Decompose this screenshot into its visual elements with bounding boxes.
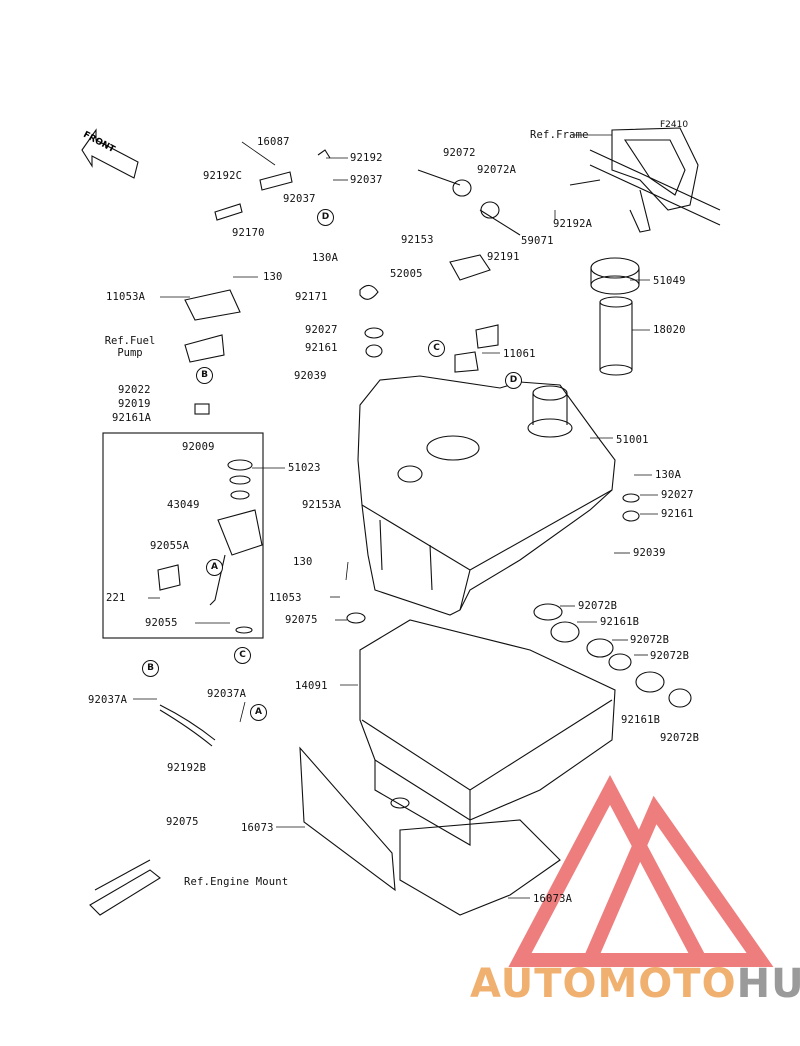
part-92170: 92170	[232, 227, 265, 239]
watermark-part-b: HUB	[736, 961, 800, 1007]
part-11061: 11061	[503, 348, 536, 360]
part-92161a: 92161A	[112, 412, 152, 424]
part-92153: 92153	[401, 234, 434, 246]
part-92037a-right: 92037A	[207, 688, 247, 700]
part-92072b-2: 92072B	[630, 634, 670, 646]
ref-fuel-pump-line2: Pump	[117, 347, 143, 359]
part-92055: 92055	[145, 617, 178, 629]
part-92055a: 92055A	[150, 540, 190, 552]
part-92039-right: 92039	[633, 547, 666, 559]
hoses-drawing	[159, 149, 601, 747]
marker-a-hose: A	[250, 704, 267, 721]
marker-c-tank: C	[428, 340, 445, 357]
fuel-tank-drawing	[357, 257, 640, 616]
mat-16073a-drawing	[399, 819, 561, 916]
marker-b-hose: B	[142, 660, 159, 677]
marker-b-pump: B	[196, 367, 213, 384]
frame-reference-drawing	[589, 127, 721, 233]
part-16073a: 16073A	[533, 893, 573, 905]
part-130-top: 130	[263, 271, 283, 283]
part-92192a: 92192A	[553, 218, 593, 230]
part-51001: 51001	[616, 434, 649, 446]
part-92027-left: 92027	[305, 324, 338, 336]
mat-16073-drawing	[299, 746, 396, 892]
part-92027-right: 92027	[661, 489, 694, 501]
part-14091: 14091	[295, 680, 328, 692]
part-92072a: 92072A	[477, 164, 517, 176]
part-130a-right: 130A	[655, 469, 682, 481]
part-92037a-left: 92037A	[88, 694, 128, 706]
part-92161-left: 92161	[305, 342, 338, 354]
engine-mount-drawing	[89, 859, 161, 916]
part-43049: 43049	[167, 499, 200, 511]
part-92009: 92009	[182, 441, 215, 453]
part-16087: 16087	[257, 136, 290, 148]
leader-lines	[133, 134, 658, 899]
ref-fuel-pump-line1: Ref.Fuel	[104, 335, 156, 347]
part-92075-bottom: 92075	[166, 816, 199, 828]
part-92037-mid: 92037	[283, 193, 316, 205]
part-92039-left: 92039	[294, 370, 327, 382]
part-16073: 16073	[241, 822, 274, 834]
part-92161-right: 92161	[661, 508, 694, 520]
ref-fuel-pump-label: Ref.Fuel Pump	[95, 335, 165, 359]
ref-engine-mount-label: Ref.Engine Mount	[184, 876, 289, 888]
part-92075-mid: 92075	[285, 614, 318, 626]
watermark-text: AUTOMOTOHUB	[470, 962, 800, 1006]
marker-d-top: D	[317, 209, 334, 226]
marker-c-pump: C	[234, 647, 251, 664]
part-92019: 92019	[118, 398, 151, 410]
part-51023: 51023	[288, 462, 321, 474]
fuel-pump-parts-drawing	[157, 289, 263, 634]
marker-a-pump: A	[206, 559, 223, 576]
part-18020: 18020	[653, 324, 686, 336]
part-52005: 52005	[390, 268, 423, 280]
part-92037-top: 92037	[350, 174, 383, 186]
watermark-logo-icon	[508, 775, 774, 967]
ref-frame-label: Ref.Frame	[530, 129, 589, 141]
part-11053: 11053	[269, 592, 302, 604]
part-92072b-3: 92072B	[650, 650, 690, 662]
part-92192b: 92192B	[167, 762, 207, 774]
part-130-mid: 130	[293, 556, 313, 568]
part-130a-top: 130A	[312, 252, 339, 264]
tank-tray-drawing	[359, 619, 616, 846]
part-92153a: 92153A	[302, 499, 342, 511]
part-92191: 92191	[487, 251, 520, 263]
part-92022: 92022	[118, 384, 151, 396]
fuel-pump-group-box	[102, 432, 264, 639]
watermark-part-a: AUTOMOTO	[470, 961, 737, 1007]
part-92161b-1: 92161B	[600, 616, 640, 628]
part-59071: 59071	[521, 235, 554, 247]
part-92192: 92192	[350, 152, 383, 164]
part-92161b-2: 92161B	[621, 714, 661, 726]
part-51049: 51049	[653, 275, 686, 287]
front-arrow-icon	[81, 128, 139, 179]
grommets-drawing	[346, 327, 692, 708]
part-92072b-1: 92072B	[578, 600, 618, 612]
part-92072b-4: 92072B	[660, 732, 700, 744]
figure-code: F2410	[660, 120, 689, 130]
part-11053a: 11053A	[106, 291, 146, 303]
part-92171: 92171	[295, 291, 328, 303]
part-92192c: 92192C	[203, 170, 243, 182]
part-92072: 92072	[443, 147, 476, 159]
part-221: 221	[106, 592, 126, 604]
marker-d-tank: D	[505, 372, 522, 389]
